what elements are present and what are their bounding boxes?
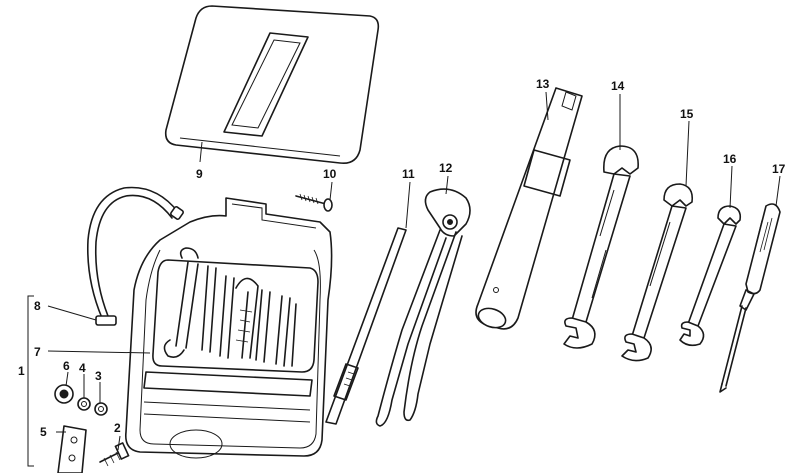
callout-1: 1 (18, 364, 25, 378)
callout-3: 3 (95, 369, 102, 383)
part-5-plate (57, 425, 87, 473)
part-10-screw (295, 193, 333, 212)
part-7-tool-case (124, 197, 333, 459)
callout-16: 16 (723, 152, 737, 166)
part-6-nut (54, 384, 74, 404)
callout-6: 6 (63, 359, 70, 373)
callout-7: 7 (34, 345, 41, 359)
part-17-screwdriver (719, 203, 781, 393)
callout-13: 13 (536, 77, 550, 91)
part-15-open-end-wrench (621, 183, 694, 362)
callout-8: 8 (34, 299, 41, 313)
part-3-washer (94, 402, 108, 416)
part-12-pliers (375, 188, 471, 427)
callout-14: 14 (611, 79, 625, 93)
part-11-tyre-lever (325, 227, 407, 425)
callout-12: 12 (439, 161, 453, 175)
callout-15: 15 (680, 107, 694, 121)
part-16-open-end-wrench (679, 205, 742, 347)
callout-10: 10 (323, 167, 337, 181)
callout-11: 11 (402, 167, 415, 181)
callout-2: 2 (114, 421, 121, 435)
leader-lines (27, 91, 781, 467)
part-14-open-end-wrench (563, 145, 639, 349)
callout-5: 5 (40, 425, 47, 439)
part-13-box-spanner (475, 87, 583, 330)
part-9-cover (164, 5, 380, 165)
callout-9: 9 (196, 167, 203, 181)
callout-4: 4 (79, 361, 86, 375)
callout-17: 17 (772, 162, 786, 176)
part-8-strap (86, 186, 184, 326)
part-2-bolt (99, 442, 130, 467)
callout-labels: 1 2 3 4 5 6 7 8 9 10 11 12 13 14 15 16 1… (18, 77, 786, 439)
part-4-washer (77, 397, 91, 411)
